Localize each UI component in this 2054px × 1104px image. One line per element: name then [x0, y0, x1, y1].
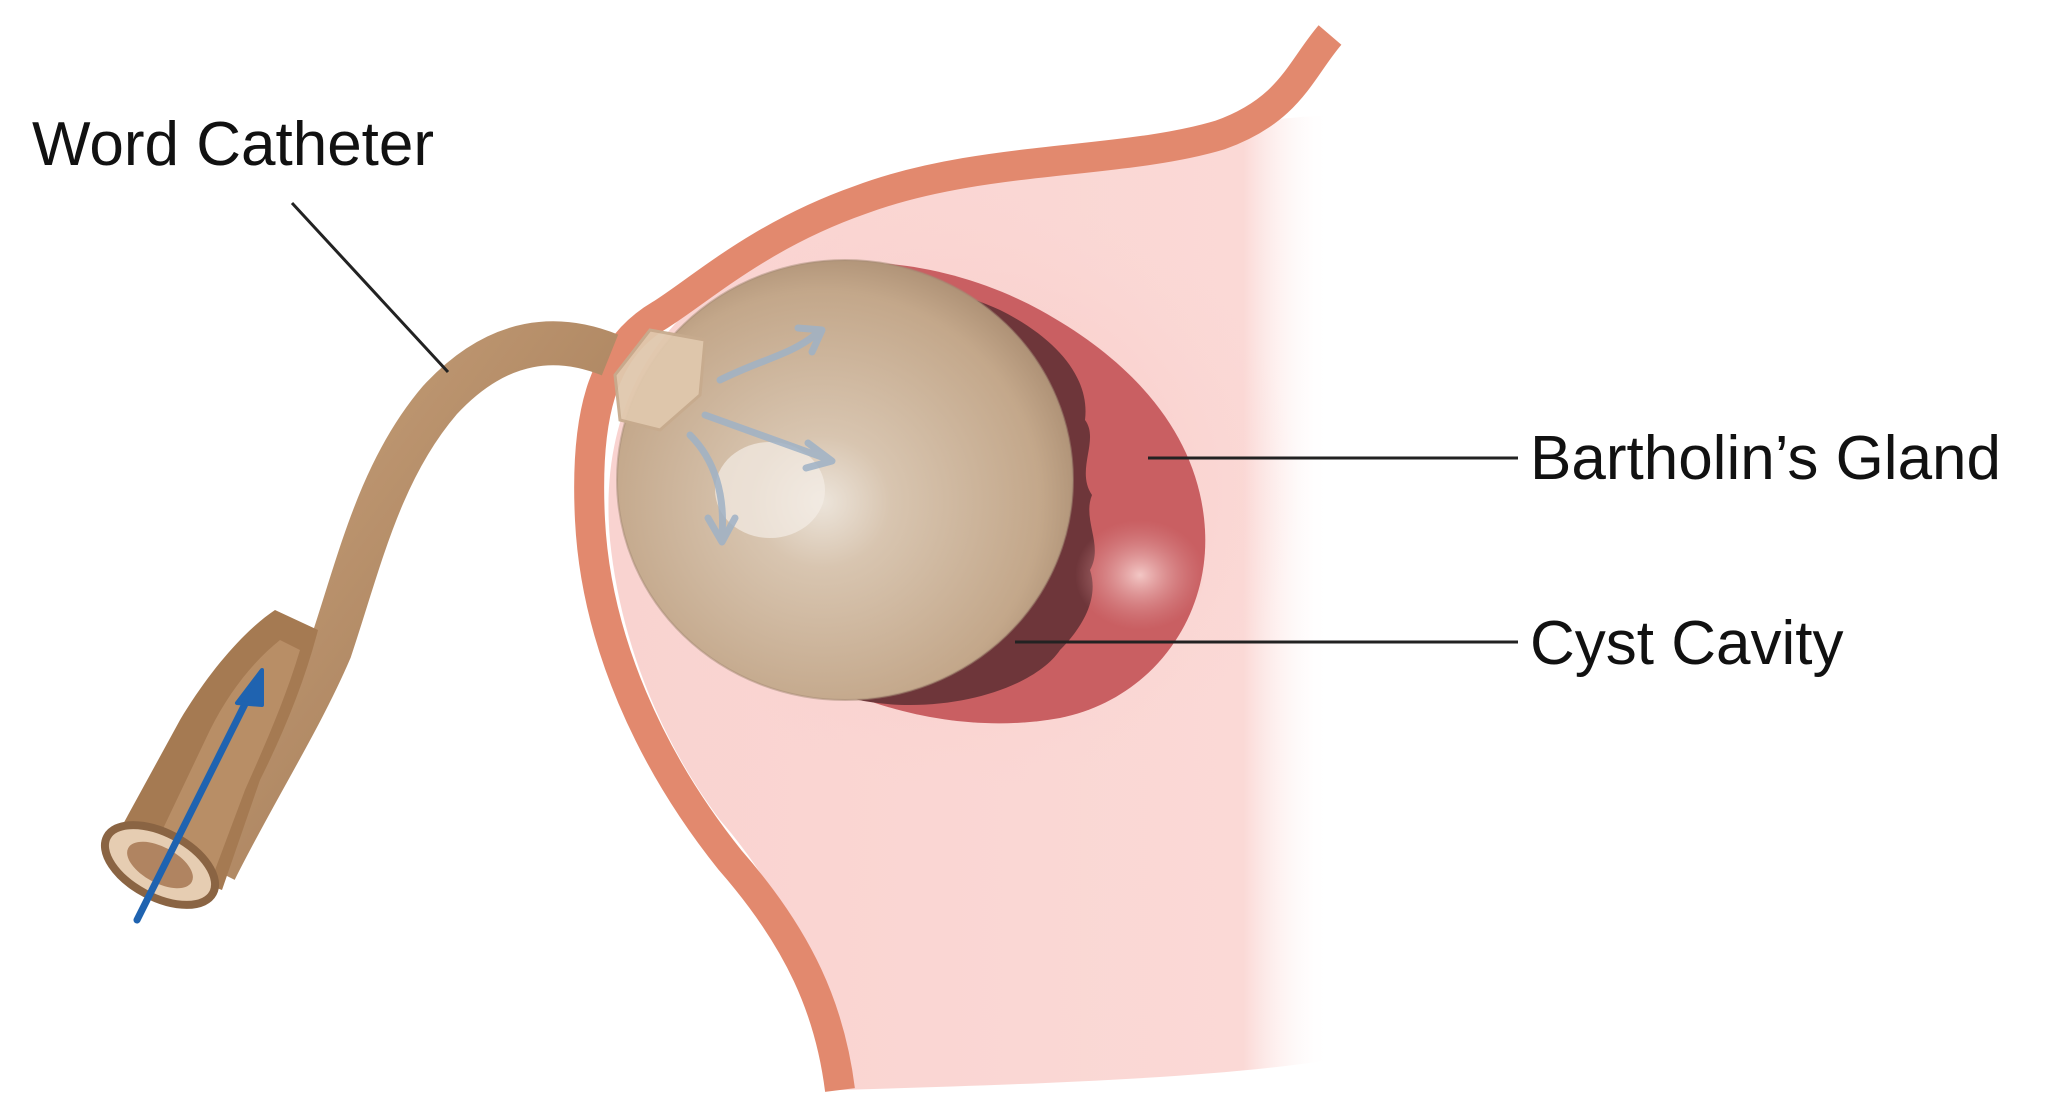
- cyst-label: Cyst Cavity: [1530, 609, 1843, 678]
- catheter-leader-line: [292, 203, 448, 372]
- catheter-balloon: [617, 260, 1073, 700]
- catheter-label: Word Catheter: [32, 110, 434, 179]
- catheter-tube: [215, 343, 610, 870]
- gland-label: Bartholin’s Gland: [1530, 424, 2001, 493]
- gland-highlight: [1075, 520, 1205, 630]
